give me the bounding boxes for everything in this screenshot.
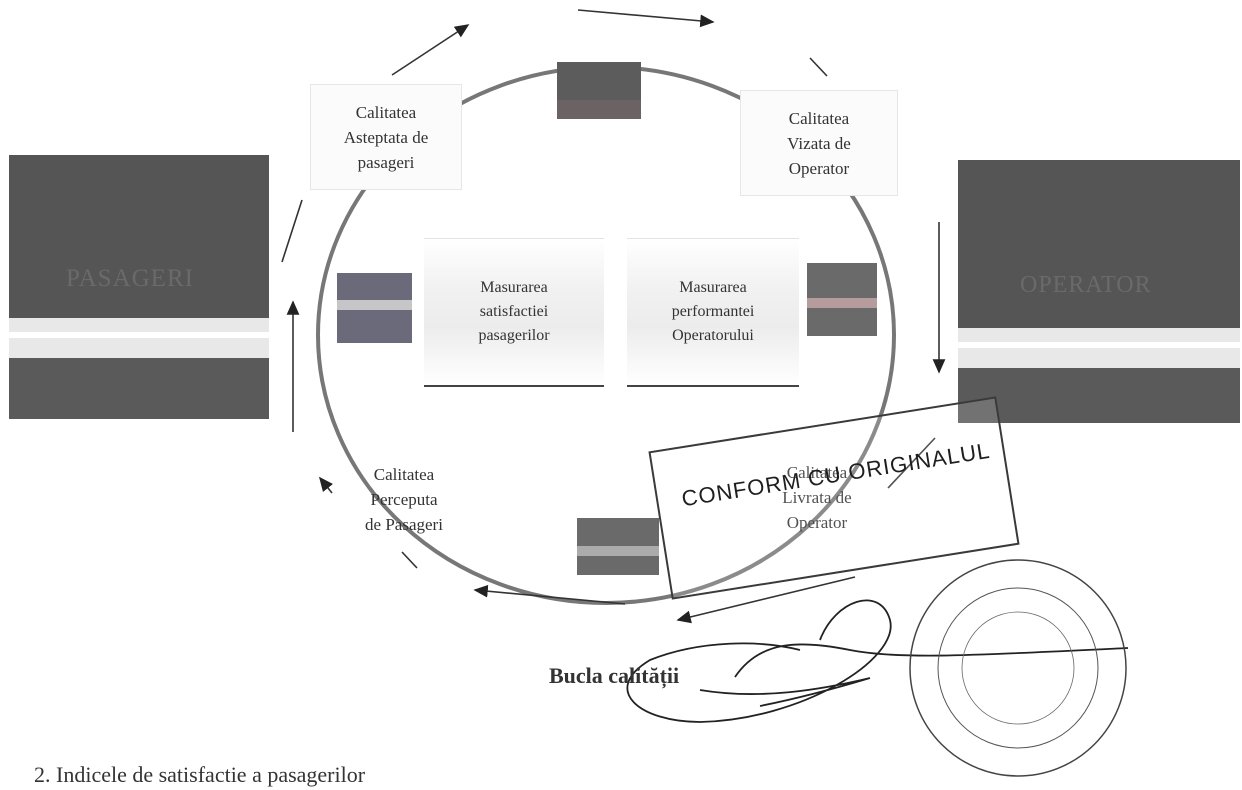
arrow-bottom-right (676, 576, 856, 624)
arrow-upper-right (809, 57, 828, 77)
calitatea-asteptata: Calitatea Asteptata de pasageri (310, 84, 462, 190)
arrow-perceputa-diag (319, 476, 333, 494)
operator-label: OPERATOR (1020, 272, 1152, 298)
seal-inner (937, 587, 1099, 749)
arrow-top-right (577, 9, 715, 28)
calitatea-livrata: Calitatea Livrata de Operator (782, 462, 852, 532)
arrow-top-left-side (281, 199, 303, 263)
arrow-bottom-left-diag (401, 551, 418, 569)
signature (626, 599, 1129, 723)
diagram-caption: Bucla calității (549, 663, 680, 688)
calitatea-vizata: Calitatea Vizata de Operator (740, 90, 898, 196)
calitatea-perceputa: Calitatea Perceputa de Pasageri (365, 464, 443, 534)
arrow-bottom-left (473, 584, 626, 605)
masurarea-satisfactiei: Masurarea satisfactiei pasagerilor (424, 238, 604, 387)
arrow-top-left (391, 24, 470, 76)
pasageri-label: PASAGERI (66, 265, 194, 292)
arrow-livrata-diag (887, 437, 936, 489)
list-item: 2. Indicele de satisfactie a pasagerilor (34, 762, 366, 787)
masurarea-performantei: Masurarea performantei Operatorului (627, 238, 799, 387)
seal-outer (909, 559, 1127, 777)
